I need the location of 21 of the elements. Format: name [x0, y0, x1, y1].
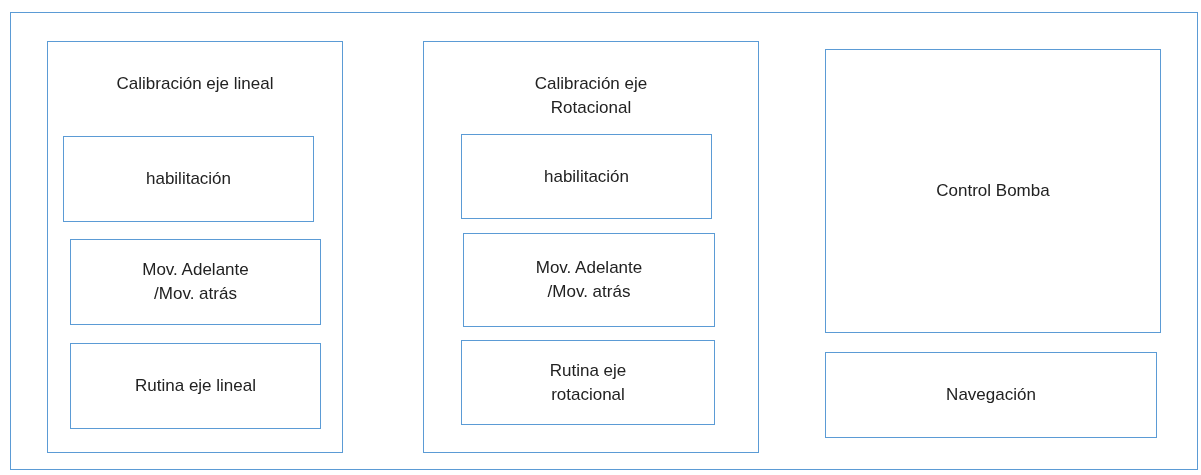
process-box — [70, 343, 321, 429]
frame-box — [10, 12, 1198, 470]
box-label: Control Bomba — [936, 180, 1050, 202]
process-box — [70, 239, 321, 325]
box-label: Mov. Adelante /Mov. atrás — [534, 257, 644, 303]
process-box — [825, 49, 1161, 333]
group-title: Calibración eje Rotacional — [533, 73, 649, 119]
process-box — [825, 352, 1157, 438]
group-panel — [47, 41, 343, 453]
box-label: Rutina eje rotacional — [548, 359, 628, 406]
process-box — [461, 340, 715, 425]
group-title: Calibración eje lineal — [116, 73, 274, 95]
process-box — [463, 233, 715, 327]
box-label: Mov. Adelante /Mov. atrás — [141, 259, 250, 305]
box-label: habilitación — [543, 165, 630, 188]
box-label: Rutina eje lineal — [135, 375, 256, 397]
process-box — [63, 136, 314, 222]
box-label: Navegación — [946, 384, 1036, 406]
group-panel — [423, 41, 759, 453]
box-label: habilitación — [145, 168, 232, 190]
process-box — [461, 134, 712, 219]
